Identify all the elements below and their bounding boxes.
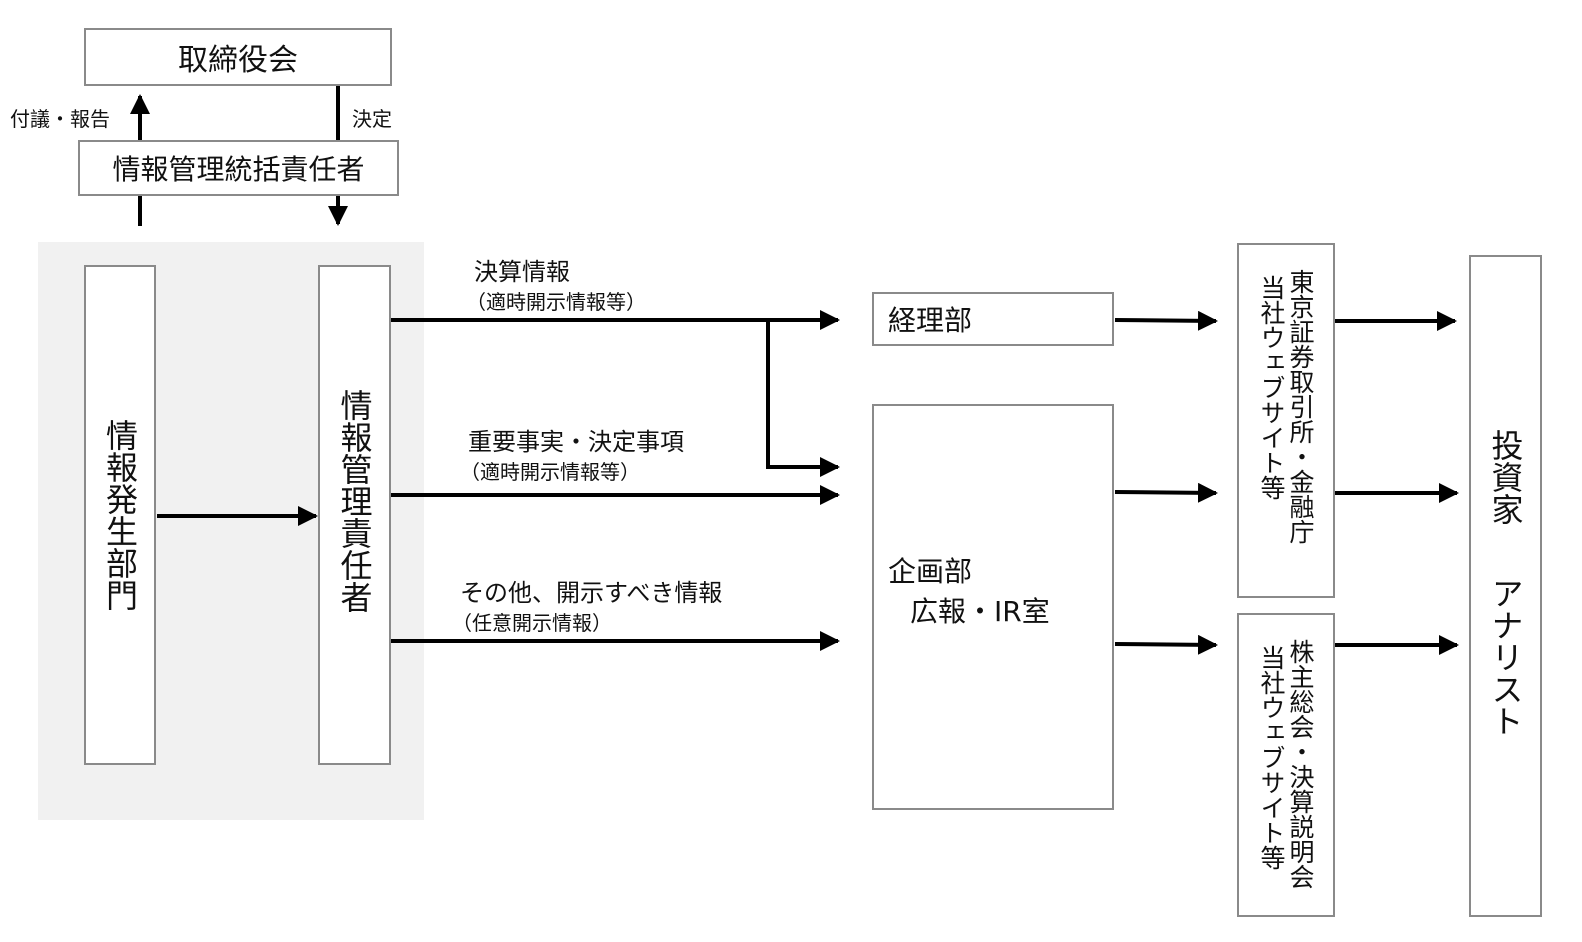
arrow-accounting-to-tse bbox=[1114, 310, 1218, 331]
board-down-label: 決定 bbox=[352, 107, 392, 131]
source-dept-label: 情報発生部門 bbox=[101, 419, 139, 611]
chief-officer-label: 情報管理統括責任者 bbox=[112, 153, 365, 186]
info-manager-box: 情報管理責任者 bbox=[318, 265, 391, 765]
audience-box: 投資家 アナリスト bbox=[1469, 255, 1542, 917]
channel-tse-box: 東京証券取引所・金融庁 当社ウェブサイト等 bbox=[1237, 243, 1335, 598]
audience-analysts-label: アナリスト bbox=[1486, 577, 1525, 737]
board-box: 取締役会 bbox=[84, 28, 392, 86]
channel-meetings-web-label: 当社ウェブサイト等 bbox=[1257, 645, 1286, 870]
channel-tse-label: 東京証券取引所・金融庁 bbox=[1286, 269, 1315, 544]
accounting-dept-label: 経理部 bbox=[888, 304, 973, 337]
board-label: 取締役会 bbox=[178, 43, 298, 78]
accounting-dept-box: 経理部 bbox=[872, 292, 1114, 346]
channel-meetings-label: 株主総会・決算説明会 bbox=[1286, 639, 1315, 889]
board-up-label: 付議・報告 bbox=[10, 107, 110, 131]
info-manager-label: 情報管理責任者 bbox=[335, 389, 374, 613]
source-dept-box: 情報発生部門 bbox=[84, 265, 156, 765]
chief-officer-box: 情報管理統括責任者 bbox=[78, 140, 399, 196]
planning-dept-label-2: 広報・IR室 bbox=[910, 595, 1050, 628]
flow-3-sub-label: （任意開示情報） bbox=[452, 611, 612, 635]
planning-dept-box bbox=[872, 404, 1114, 810]
flow-1-sub-label: （適時開示情報等） bbox=[466, 290, 646, 314]
channel-meetings-box: 株主総会・決算説明会 当社ウェブサイト等 bbox=[1237, 613, 1335, 917]
flow-2-sub-label: （適時開示情報等） bbox=[460, 460, 640, 484]
channel-tse-web-label: 当社ウェブサイト等 bbox=[1257, 275, 1286, 500]
arrow-planning-to-tse bbox=[1114, 482, 1218, 503]
flow-1-main-label: 決算情報 bbox=[474, 258, 570, 286]
planning-dept-label-1: 企画部 bbox=[888, 555, 973, 588]
audience-investors-label: 投資家 bbox=[1486, 429, 1525, 525]
flow-3-main-label: その他、開示すべき情報 bbox=[460, 579, 723, 607]
arrow-planning-to-meetings bbox=[1114, 634, 1218, 655]
flow-2-main-label: 重要事実・決定事項 bbox=[468, 428, 684, 456]
